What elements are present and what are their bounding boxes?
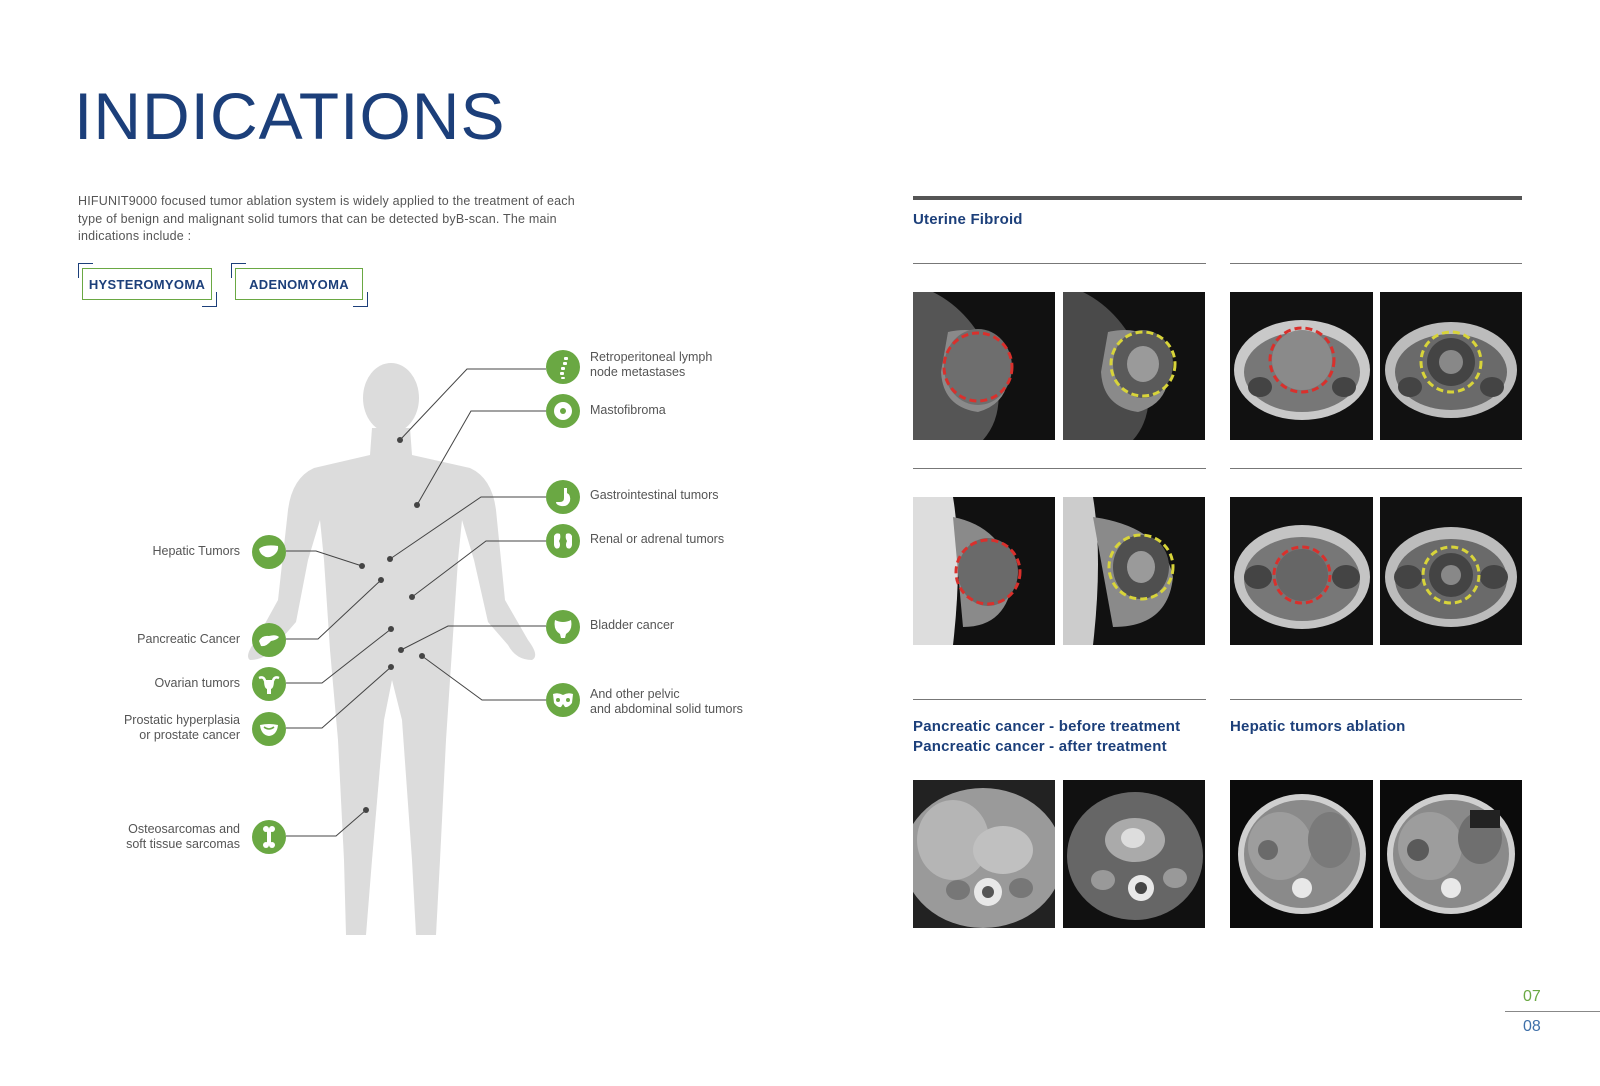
label-line: or prostate cancer [139,728,240,742]
human-silhouette [248,363,536,935]
divider [913,699,1206,700]
label-line: Retroperitoneal lymph [590,350,713,364]
label-line: node metastases [590,365,686,379]
divider [1230,468,1522,469]
corner-bracket [78,263,93,278]
corner-bracket [353,292,368,307]
label-line: And other pelvic [590,687,680,701]
connector-dots [359,437,425,813]
ct-pancreatic-after [1063,780,1205,928]
page-number-right: 08 [1523,1018,1541,1035]
divider [913,263,1206,264]
ct-hepatic-before [1230,780,1373,928]
tag-label: ADENOMYOMA [235,268,363,300]
divider [913,468,1206,469]
label-prostatic: Prostatic hyperplasia or prostate cancer [80,713,240,743]
label-gastrointestinal: Gastrointestinal tumors [590,488,719,502]
caption-after: Pancreatic cancer - after treatment [913,738,1167,755]
page-number-rule [1505,1011,1600,1012]
section-title-pancreatic: Pancreatic cancer - before treatment Pan… [913,717,1180,757]
label-hepatic: Hepatic Tumors [152,544,240,558]
mri-axial-before [1230,292,1373,440]
spine-icon [546,350,580,384]
mri-axial-after [1380,292,1522,440]
divider [1230,699,1522,700]
mri-axial-after-2 [1380,497,1522,645]
mri-sagittal-before-2 [913,497,1055,645]
divider [1230,263,1522,264]
section-title-uterine: Uterine Fibroid [913,211,1023,228]
mri-axial-before-2 [1230,497,1373,645]
label-line: Osteosarcomas and [128,822,240,836]
tag-label: HYSTEROMYOMA [82,268,212,300]
page-title: INDICATIONS [74,79,506,153]
label-line: Prostatic hyperplasia [123,713,240,727]
label-bladder: Bladder cancer [590,618,675,632]
label-ovarian: Ovarian tumors [154,676,240,690]
breast-icon [546,394,580,428]
intro-paragraph: HIFUNIT9000 focused tumor ablation syste… [78,194,575,243]
label-line: and abdominal solid tumors [590,702,743,716]
ct-hepatic-after [1380,780,1522,928]
mri-sagittal-after [1063,292,1205,440]
mri-sagittal-before [913,292,1055,440]
corner-bracket [231,263,246,278]
page-number-left: 07 [1523,988,1541,1005]
label-renal: Renal or adrenal tumors [590,532,725,546]
label-retroperitoneal: Retroperitoneal lymph node metastases [590,350,712,380]
bladder-icon [546,610,580,644]
prostate-icon [252,712,286,746]
label-line: soft tissue sarcomas [126,837,240,851]
corner-bracket [202,292,217,307]
pancreas-icon [252,623,286,657]
connector-lines [286,368,546,837]
section-top-rule [913,196,1522,200]
liver-icon [252,535,286,569]
label-osteo: Osteosarcomas and soft tissue sarcomas [80,822,240,852]
section-title-hepatic: Hepatic tumors ablation [1230,718,1406,735]
stomach-icon [546,480,580,514]
ct-pancreatic-before [913,780,1055,928]
uterus-icon [252,667,286,701]
label-mastofibroma: Mastofibroma [590,403,666,417]
bone-icon [252,820,286,854]
pelvis-icon [546,683,580,717]
mri-sagittal-after-2 [1063,497,1205,645]
caption-before: Pancreatic cancer - before treatment [913,718,1181,735]
label-pancreatic: Pancreatic Cancer [137,632,240,646]
label-pelvic: And other pelvic and abdominal solid tum… [590,687,743,717]
kidney-icon [546,524,580,558]
